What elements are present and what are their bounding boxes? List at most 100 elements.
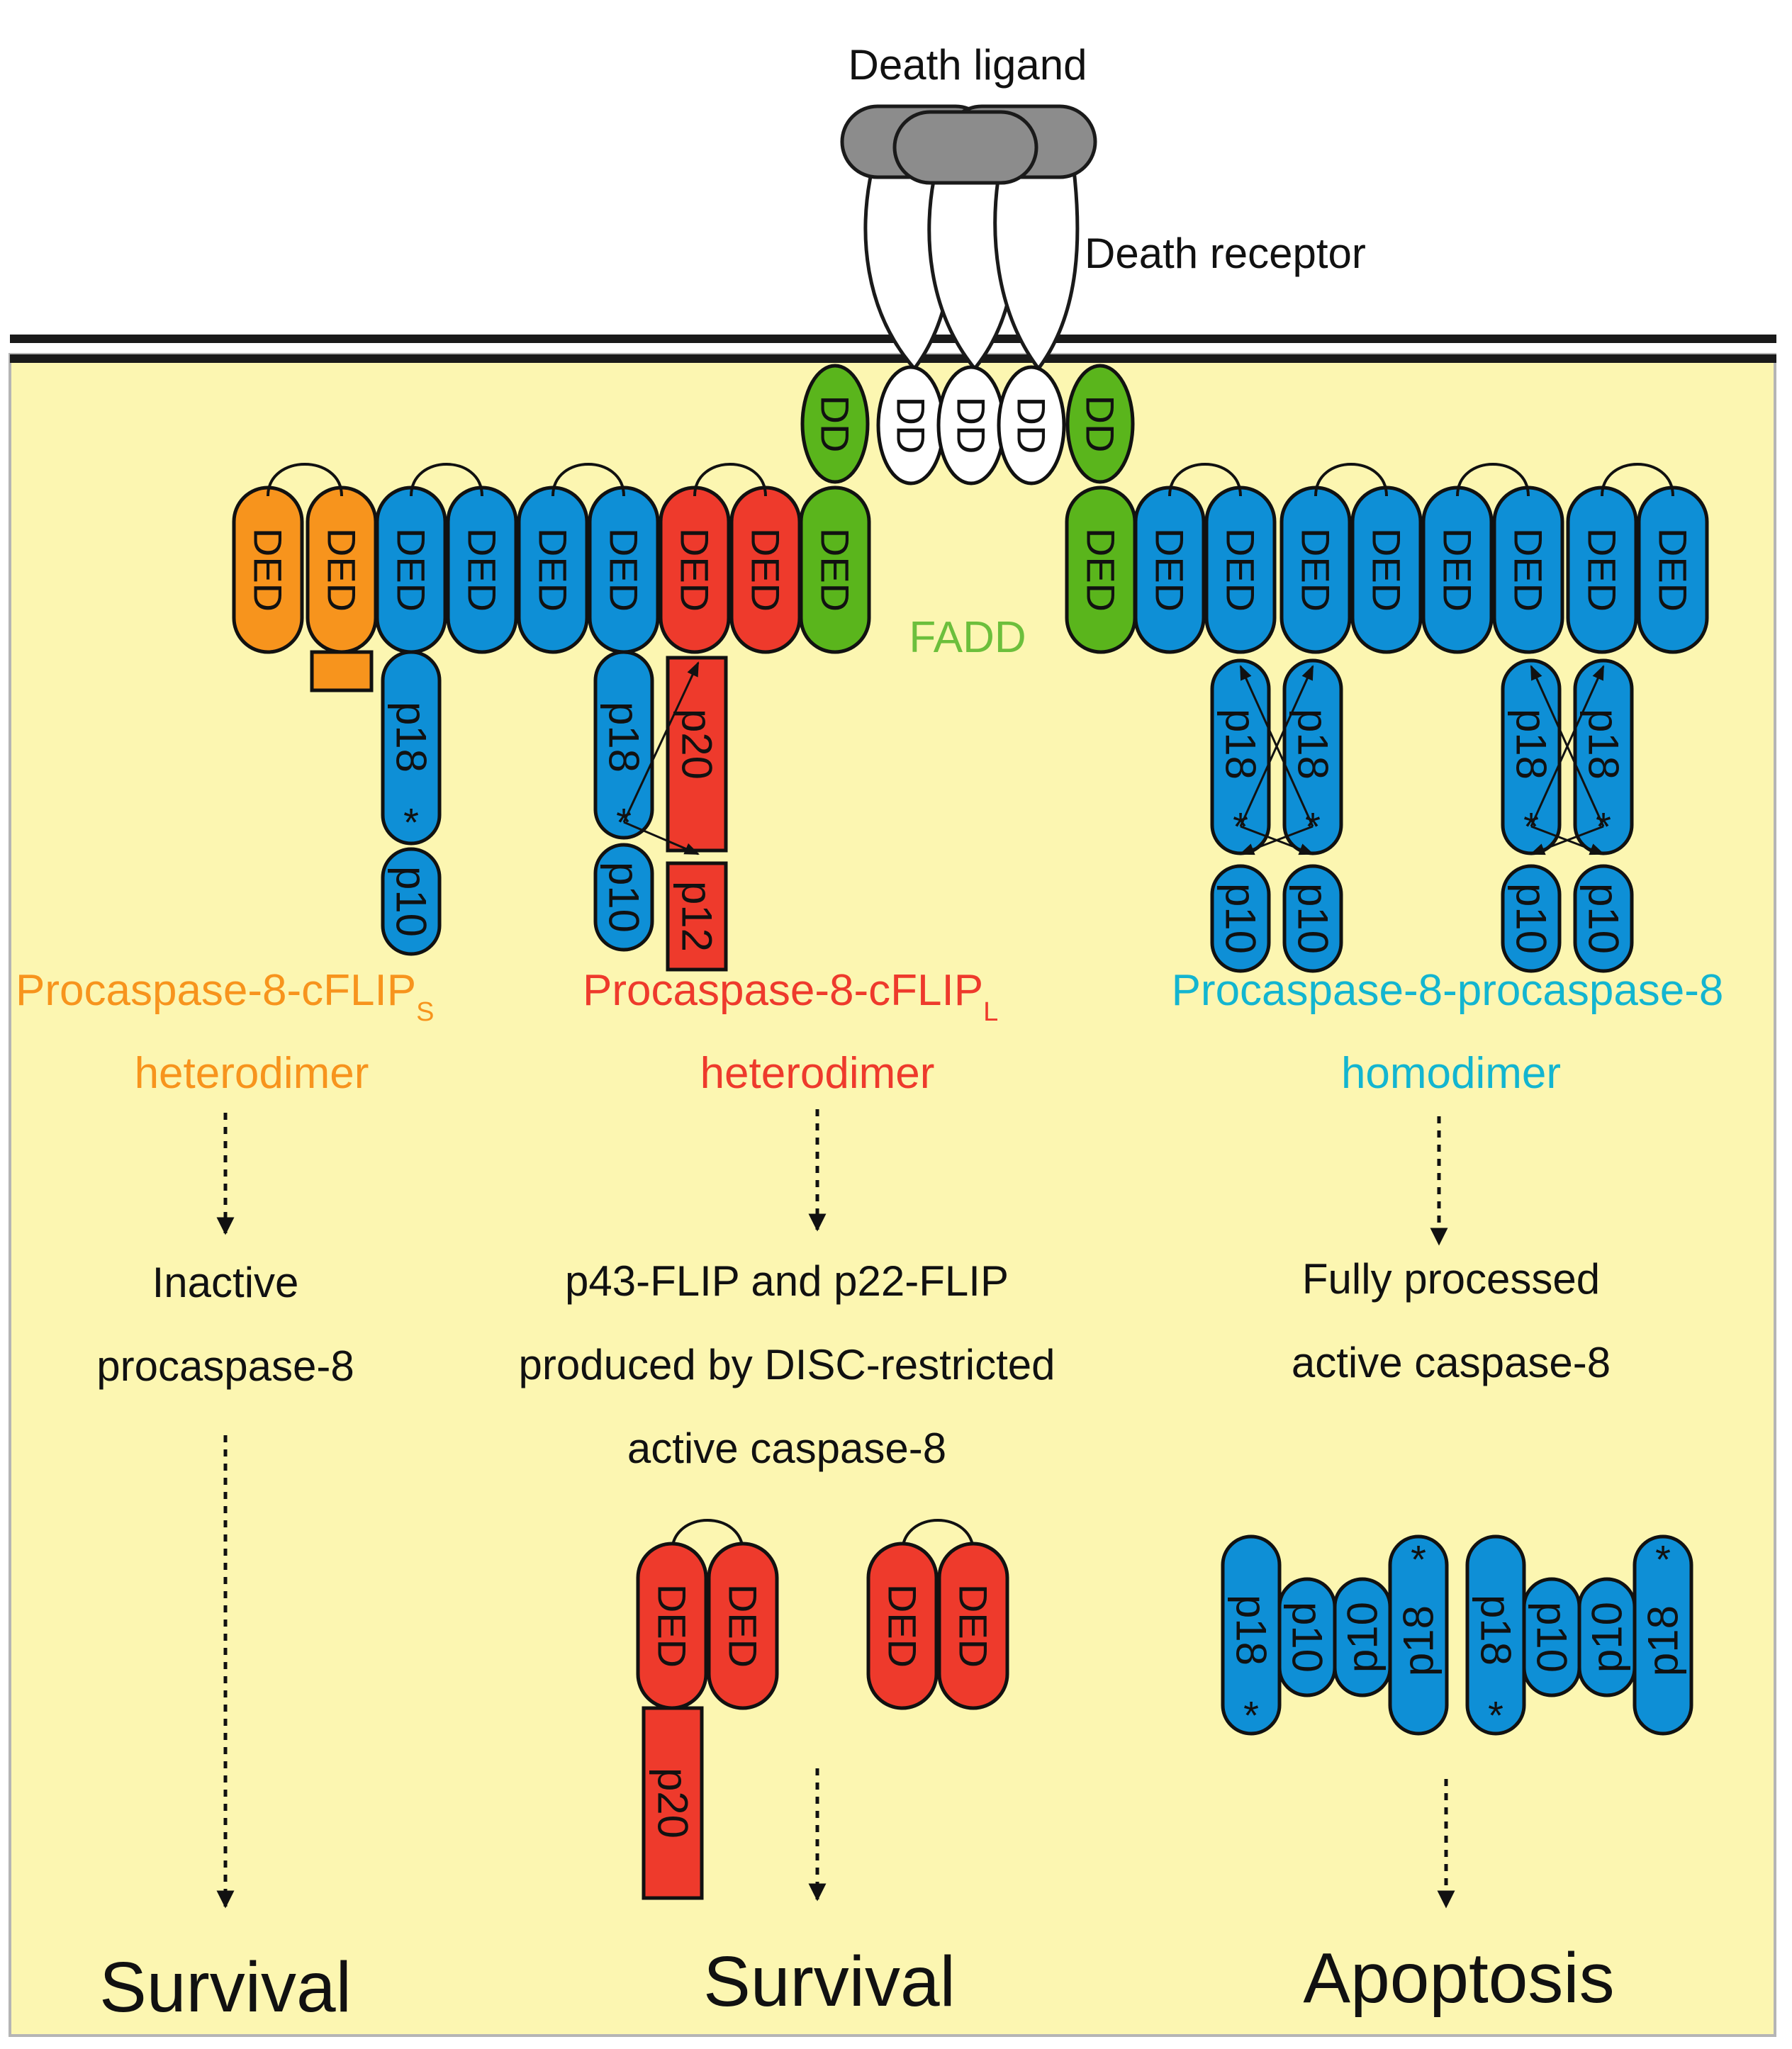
p10-domain: [381, 847, 442, 956]
ded-domain-label: DED: [1219, 528, 1263, 612]
product-flip-s-line2: procaspase-8: [96, 1342, 354, 1390]
complex-label-flip-l: Procaspase-8-cFLIPL: [583, 966, 998, 1027]
active-p18-domain: [1388, 1534, 1449, 1736]
p12-domain: [666, 861, 728, 972]
active-p18-label: p18: [1395, 1605, 1443, 1676]
cleavage-arrow: [622, 661, 700, 823]
ded-linker: [1601, 463, 1674, 497]
ded-domain-label: DED: [1506, 528, 1551, 612]
death-ligand: [840, 104, 1097, 185]
product-flip-l-line1: p43-FLIP and p22-FLIP: [565, 1257, 1009, 1305]
ded-domain-label: DED: [531, 528, 576, 612]
p10-domain: [593, 843, 654, 952]
ded-domain-label: DED: [744, 528, 788, 612]
fadd-dd-domain: [800, 364, 870, 484]
receptor-dd-label: DD: [949, 397, 994, 454]
complex-label-homo: Procaspase-8-procaspase-8: [1172, 966, 1724, 1015]
fadd-ded-domain-label: DED: [813, 528, 858, 612]
complex-type-homo: homodimer: [1341, 1049, 1561, 1098]
catalytic-site-mark: *: [1488, 1693, 1503, 1738]
ded-domain-label: DED: [1365, 528, 1409, 612]
p10-label: p10: [1289, 883, 1337, 954]
p43-flip-ded-label: DED: [721, 1584, 766, 1668]
p18-domain: [381, 650, 442, 846]
cleavage-arrow: [1530, 665, 1605, 827]
catalytic-site-mark: *: [1655, 1537, 1671, 1582]
ded-domain-label: DED: [1651, 528, 1696, 612]
p10-label: p10: [600, 862, 648, 933]
p20-domain: [666, 656, 728, 853]
ded-linker: [1314, 463, 1388, 497]
product-flip-s-line1: Inactive: [152, 1259, 299, 1306]
ded-linker: [267, 463, 343, 497]
ded-linker: [551, 463, 625, 497]
outcome-flip-s: Survival: [99, 1948, 352, 2027]
active-p10-label: p10: [1339, 1602, 1387, 1673]
ded-domain-label: DED: [389, 528, 434, 612]
complex-label-flip-l-main: Procaspase-8-cFLIP: [583, 966, 983, 1015]
p43-flip-p20-label: p20: [649, 1768, 697, 1839]
p22-flip-ded-linker: [901, 1519, 975, 1553]
complex-type-flip-s: heterodimer: [135, 1049, 369, 1098]
p18-label: p18: [388, 702, 435, 773]
p22-flip-ded: [937, 1542, 1009, 1710]
product-homo-line2: active caspase-8: [1292, 1339, 1611, 1386]
ded-domain-label: DED: [460, 528, 505, 612]
ded-domain-label: DED: [1580, 528, 1625, 612]
p43-flip-p20-domain: [642, 1706, 704, 1900]
ded-domain-label: DED: [673, 528, 717, 612]
death-receptor: [863, 168, 1080, 372]
cleavage-arrow: [1530, 825, 1604, 855]
ded-domain-label: DED: [1435, 528, 1480, 612]
p18-label: p18: [1217, 709, 1265, 780]
receptor-dd-label: DD: [889, 397, 934, 454]
fadd-dd-domain: [1065, 364, 1135, 484]
p10-domain: [1573, 864, 1634, 973]
ded-linker: [693, 463, 767, 497]
complex-label-flip-s: Procaspase-8-cFLIPS: [16, 966, 434, 1027]
product-homo-line1: Fully processed: [1302, 1255, 1600, 1303]
p22-flip-ded: [866, 1542, 939, 1710]
ded-domain-label: DED: [246, 528, 291, 612]
ded-domain-label: DED: [602, 528, 646, 612]
p18-label: p18: [1580, 709, 1628, 780]
catalytic-site-mark: *: [403, 800, 419, 845]
product-flip-l-line3: active caspase-8: [627, 1425, 946, 1472]
active-p18-label: p18: [1472, 1595, 1520, 1666]
p18-label: p18: [600, 702, 648, 773]
complex-type-flip-l: heterodimer: [700, 1049, 935, 1098]
complex-label-flip-s-main: Procaspase-8-cFLIP: [16, 966, 416, 1015]
p10-domain: [1282, 864, 1343, 973]
p10-domain: [1501, 864, 1562, 973]
fadd-dd-label: DD: [1078, 395, 1123, 453]
active-p10-label: p10: [1584, 1602, 1631, 1673]
complex-label-flip-s-sub: S: [416, 997, 434, 1027]
cleavage-arrow: [1239, 665, 1314, 827]
receptor-dd-domain: [997, 365, 1066, 485]
catalytic-site-mark: *: [1411, 1537, 1426, 1582]
ligand-subunit: [892, 110, 1038, 185]
ded-domain-label: DED: [320, 528, 364, 612]
p18-label: p18: [1508, 709, 1555, 780]
death-ligand-label: Death ligand: [849, 41, 1087, 89]
active-p18-label: p18: [1228, 1595, 1275, 1666]
p22-flip-ded-label: DED: [880, 1584, 925, 1668]
outcome-flip-l: Survival: [703, 1942, 956, 2021]
domain-shapes-layer: DD DD DD DD DD DED DED DED DED DED DED DED DED DED DED…: [232, 364, 1709, 1900]
p20-label: p20: [673, 709, 721, 780]
cleavage-arrow: [623, 821, 700, 855]
active-p10-label: p10: [1284, 1602, 1331, 1673]
ded-linker: [1168, 463, 1242, 497]
product-flip-l-line2: produced by DISC-restricted: [519, 1341, 1055, 1388]
receptor-dd-label: DD: [1009, 397, 1054, 454]
p10-domain: [1210, 864, 1271, 973]
p43-flip-ded-linker: [671, 1519, 744, 1553]
p10-label: p10: [1580, 883, 1628, 954]
p22-flip-ded-label: DED: [951, 1584, 996, 1668]
fadd-dd-label: DD: [813, 395, 858, 453]
p18-label: p18: [1289, 709, 1337, 780]
fadd-label: FADD: [909, 613, 1026, 662]
cleavage-arrow: [1239, 825, 1314, 855]
